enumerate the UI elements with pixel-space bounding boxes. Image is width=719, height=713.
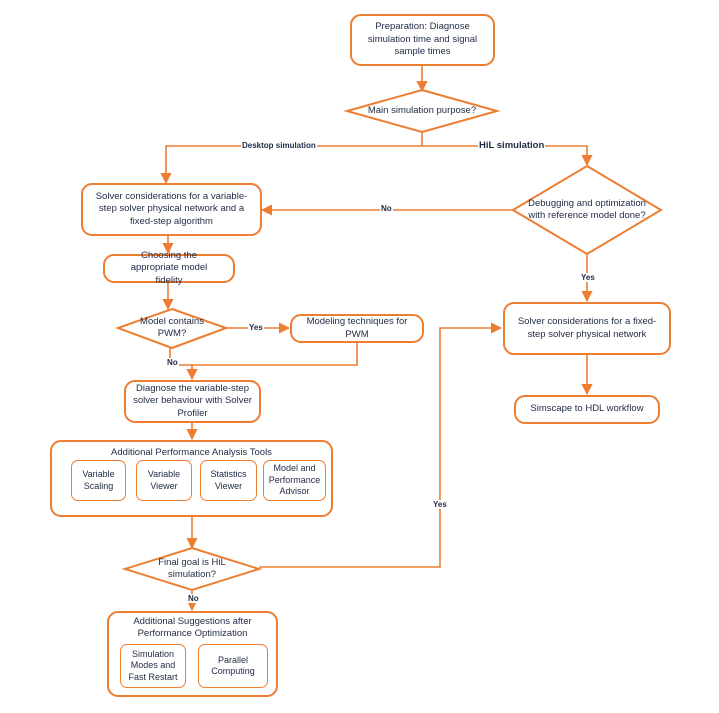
node-preparation: Preparation: Diagnose simulation time an… bbox=[350, 14, 495, 66]
edge-pwm-no bbox=[169, 343, 358, 366]
edge-label-desktop: Desktop simulation bbox=[241, 141, 317, 150]
group-performance-tools-title: Additional Performance Analysis Tools bbox=[111, 447, 272, 458]
node-variable-step-considerations: Solver considerations for a variable-ste… bbox=[81, 183, 262, 236]
edge-purpose-hil bbox=[422, 145, 593, 167]
edge-label-hil: HiL simulation bbox=[478, 140, 546, 151]
decision-contains-pwm bbox=[115, 307, 229, 350]
edge-final-yes bbox=[259, 322, 503, 568]
tool-variable-scaling: Variable Scaling bbox=[71, 460, 126, 501]
tool-model-performance-advisor: Model and Performance Advisor bbox=[263, 460, 326, 501]
group-suggestions-title: Additional Suggestions after Performance… bbox=[133, 616, 252, 639]
node-diagnose-variable-step: Diagnose the variable-step solver behavi… bbox=[124, 380, 261, 423]
node-model-fidelity: Choosing the appropriate model fidelity bbox=[103, 250, 235, 286]
suggestion-simulation-modes: Simulation Modes and Fast Restart bbox=[120, 644, 186, 688]
edge-label-no-pwm: No bbox=[166, 358, 179, 367]
edge-label-yes-debug: Yes bbox=[580, 273, 596, 282]
decision-final-goal-text: Final goal is HiL simulation? bbox=[158, 556, 226, 581]
edge-label-no-final: No bbox=[187, 594, 200, 603]
suggestion-parallel-computing: Parallel Computing bbox=[198, 644, 268, 688]
decision-debugging bbox=[511, 164, 663, 256]
decision-final-goal bbox=[121, 546, 263, 592]
decision-main-purpose bbox=[343, 88, 501, 134]
edge-label-yes-pwm: Yes bbox=[248, 323, 264, 332]
group-suggestions: Additional Suggestions after Performance… bbox=[107, 611, 278, 697]
node-pwm-techniques: Modeling techniques for PWM bbox=[290, 314, 424, 343]
decision-debugging-text: Debugging and optimization with referenc… bbox=[528, 197, 646, 222]
edge-purpose-desktop bbox=[160, 132, 423, 185]
tool-statistics-viewer: Statistics Viewer bbox=[200, 460, 257, 501]
node-simscape-hdl: Simscape to HDL workflow bbox=[514, 395, 660, 424]
node-fixed-step-considerations: Solver considerations for a fixed-step s… bbox=[503, 302, 671, 355]
decision-contains-pwm-text: Model contains PWM? bbox=[140, 315, 204, 340]
group-performance-tools: Additional Performance Analysis Tools Va… bbox=[50, 440, 333, 517]
decision-main-purpose-text: Main simulation purpose? bbox=[367, 104, 477, 116]
edge-label-yes-final: Yes bbox=[432, 500, 448, 509]
tool-variable-viewer: Variable Viewer bbox=[136, 460, 192, 501]
edge-label-no-debug: No bbox=[380, 204, 393, 213]
